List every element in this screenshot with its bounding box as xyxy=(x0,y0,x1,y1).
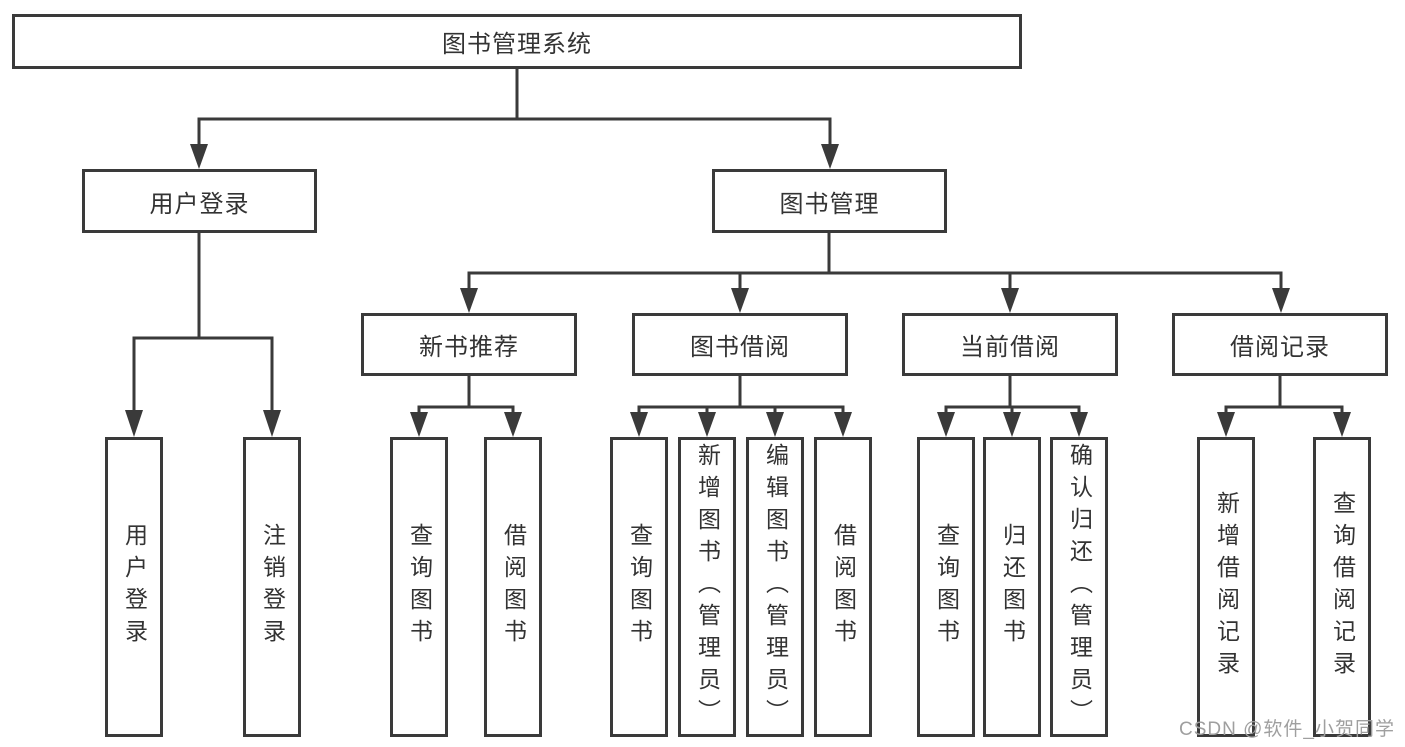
leaf-add-books-admin: 新增图书（管理员） xyxy=(678,437,736,737)
arrowhead-icon xyxy=(937,412,955,437)
node-library-system: 图书管理系统 xyxy=(12,14,1022,69)
node-book-borrowing: 图书借阅 xyxy=(632,313,848,376)
node-label: 查询图书 xyxy=(626,523,653,651)
arrowhead-icon xyxy=(504,412,522,437)
node-label: 图书管理系统 xyxy=(442,31,592,58)
arrowhead-icon xyxy=(1217,412,1235,437)
arrowhead-icon xyxy=(766,412,784,437)
arrowhead-icon xyxy=(834,412,852,437)
node-borrowing-records: 借阅记录 xyxy=(1172,313,1388,376)
arrowhead-icon xyxy=(1070,412,1088,437)
node-user-login: 用户登录 xyxy=(82,169,317,233)
node-label: 注销登录 xyxy=(259,523,286,651)
leaf-query-books-borrow: 查询图书 xyxy=(610,437,668,737)
arrowhead-icon xyxy=(821,144,839,169)
arrowhead-icon xyxy=(190,144,208,169)
edges-userlogin-to-leaves xyxy=(125,231,281,437)
edges-currentborrow-to-leaves xyxy=(937,374,1088,437)
leaf-query-borrow-record: 查询借阅记录 xyxy=(1313,437,1371,737)
arrowhead-icon xyxy=(1003,412,1021,437)
edges-newbook-to-leaves xyxy=(410,374,522,437)
edges-bookborrow-to-leaves xyxy=(630,374,852,437)
arrowhead-icon xyxy=(630,412,648,437)
node-label: 借阅记录 xyxy=(1230,334,1330,361)
arrowhead-icon xyxy=(263,410,281,437)
arrowhead-icon xyxy=(1333,412,1351,437)
arrowhead-icon xyxy=(1001,288,1019,313)
node-new-book-recommendation: 新书推荐 xyxy=(361,313,577,376)
node-label: 用户登录 xyxy=(121,523,148,651)
node-current-borrowing: 当前借阅 xyxy=(902,313,1118,376)
leaf-logout: 注销登录 xyxy=(243,437,301,737)
leaf-add-borrow-record: 新增借阅记录 xyxy=(1197,437,1255,737)
arrowhead-icon xyxy=(698,412,716,437)
arrowhead-icon xyxy=(410,412,428,437)
leaf-user-login: 用户登录 xyxy=(105,437,163,737)
leaf-return-books: 归还图书 xyxy=(983,437,1041,737)
node-label: 用户登录 xyxy=(149,190,250,218)
node-label: 编辑图书（管理员） xyxy=(762,443,789,731)
node-label: 查询图书 xyxy=(933,523,960,651)
node-label: 新书推荐 xyxy=(419,334,519,361)
arrowhead-icon xyxy=(1272,288,1290,313)
edges-bookmgmt-to-level3 xyxy=(460,231,1290,313)
node-label: 新增借阅记录 xyxy=(1213,491,1240,683)
node-label: 当前借阅 xyxy=(960,334,1060,361)
node-label: 查询借阅记录 xyxy=(1329,491,1356,683)
edges-root-to-level2 xyxy=(190,67,839,169)
node-label: 新增图书（管理员） xyxy=(694,443,721,731)
leaf-edit-books-admin: 编辑图书（管理员） xyxy=(746,437,804,737)
arrowhead-icon xyxy=(460,288,478,313)
leaf-confirm-return-admin: 确认归还（管理员） xyxy=(1050,437,1108,737)
node-label: 确认归还（管理员） xyxy=(1066,443,1093,731)
leaf-borrow-books: 借阅图书 xyxy=(814,437,872,737)
node-label: 图书借阅 xyxy=(690,334,790,361)
leaf-query-books-recommend: 查询图书 xyxy=(390,437,448,737)
node-label: 借阅图书 xyxy=(830,523,857,651)
arrowhead-icon xyxy=(125,410,143,437)
edges-borrowrecord-to-leaves xyxy=(1217,374,1351,437)
node-book-management: 图书管理 xyxy=(712,169,947,233)
leaf-query-books-current: 查询图书 xyxy=(917,437,975,737)
node-label: 归还图书 xyxy=(999,523,1026,651)
node-label: 查询图书 xyxy=(406,523,433,651)
node-label: 图书管理 xyxy=(779,190,880,218)
leaf-borrow-books-recommend: 借阅图书 xyxy=(484,437,542,737)
node-label: 借阅图书 xyxy=(500,523,527,651)
watermark: CSDN @软件_小贺同学 xyxy=(1179,719,1395,740)
arrowhead-icon xyxy=(731,288,749,313)
